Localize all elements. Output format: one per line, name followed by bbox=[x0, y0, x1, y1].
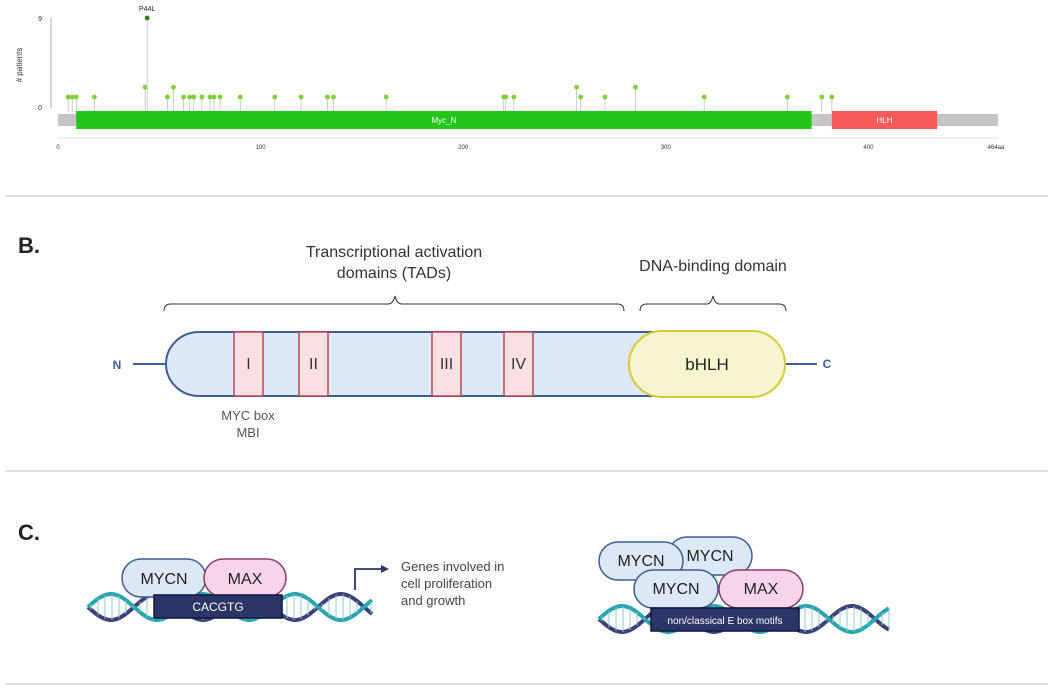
mutation-point bbox=[632, 84, 638, 90]
dna-binding-label: DNA-binding domain bbox=[639, 258, 787, 275]
ebox-motif-box bbox=[650, 607, 800, 632]
mutation-point bbox=[171, 84, 176, 90]
myc-box-i-label: I bbox=[246, 356, 250, 373]
y-tick-label: 9 bbox=[38, 16, 42, 23]
myc-box-iii-label: III bbox=[440, 356, 453, 373]
mutation-point bbox=[784, 94, 790, 100]
panel-label-b: B. bbox=[18, 233, 40, 258]
myc-box-ii bbox=[298, 331, 329, 397]
n-terminus-label: N bbox=[113, 358, 122, 372]
mutation-point bbox=[69, 94, 75, 100]
max-label: MAX bbox=[744, 581, 779, 598]
ebox-motif-label: non/classical E box motifs bbox=[667, 616, 782, 627]
mutation-point bbox=[191, 94, 197, 100]
mutation-point bbox=[92, 94, 97, 100]
mutation-point bbox=[602, 94, 608, 100]
mutation-point bbox=[511, 94, 517, 100]
highlight-mutation-label: P44L bbox=[139, 6, 155, 13]
x-axis-ticks: 0 100 200 300 400 464aa bbox=[56, 145, 1005, 151]
x-tick-label: 100 bbox=[256, 145, 267, 151]
ebox-motif-label: CACGTG bbox=[192, 600, 243, 614]
c-terminus-label: C bbox=[823, 357, 832, 371]
myc-box-iv-label: IV bbox=[511, 356, 526, 373]
mutation-point bbox=[272, 94, 278, 100]
mutation-point bbox=[701, 94, 707, 100]
transcription-arrow bbox=[354, 568, 382, 590]
y-tick-label: 0 bbox=[38, 105, 42, 112]
myc-box-i bbox=[233, 331, 264, 397]
myc-box-iii bbox=[431, 331, 462, 397]
panel-b-domain-diagram: B. Transcriptional activation domains (T… bbox=[18, 233, 832, 440]
mutation-point bbox=[199, 94, 205, 100]
mutation-lollipops bbox=[65, 15, 835, 113]
bhlh-label: bHLH bbox=[685, 355, 728, 374]
domain-hlh-label: HLH bbox=[877, 116, 893, 125]
bhlh-domain bbox=[628, 330, 786, 398]
x-tick-label: 200 bbox=[458, 145, 469, 151]
tad-label-line1: Transcriptional activation bbox=[306, 244, 482, 261]
myc-box-ii-label: II bbox=[309, 356, 318, 373]
mutation-point bbox=[331, 94, 336, 100]
genes-line3: and growth bbox=[401, 593, 465, 608]
mycn-label: MYCN bbox=[617, 553, 664, 570]
mutation-point bbox=[574, 84, 580, 90]
myc-box-caption-line2: MBI bbox=[236, 425, 259, 440]
panel-label-c: C. bbox=[18, 520, 40, 545]
mutation-point bbox=[217, 94, 223, 100]
mutation-point bbox=[73, 94, 79, 100]
mutation-point bbox=[237, 94, 243, 100]
mutation-point bbox=[298, 94, 304, 100]
x-tick-label: 300 bbox=[661, 145, 672, 151]
domain-myc-n-label: Myc_N bbox=[431, 116, 456, 125]
mutation-point bbox=[383, 94, 389, 100]
arrow-head-icon bbox=[381, 565, 389, 573]
genes-line2: cell proliferation bbox=[401, 576, 492, 591]
mutation-point bbox=[181, 94, 187, 100]
x-tick-label: 464aa bbox=[988, 145, 1005, 151]
mycn-label: MYCN bbox=[686, 548, 733, 565]
y-axis-label: # patients bbox=[15, 48, 24, 83]
max-label: MAX bbox=[228, 571, 263, 588]
mutation-point bbox=[211, 94, 217, 100]
mycn-label: MYCN bbox=[652, 581, 699, 598]
mutation-point bbox=[142, 84, 148, 90]
mutation-point bbox=[207, 94, 213, 100]
x-tick-label: 0 bbox=[56, 145, 60, 151]
ebox-motif-box bbox=[153, 594, 283, 619]
myc-box-caption-line1: MYC box bbox=[221, 408, 275, 423]
myc-box-iv bbox=[503, 331, 534, 397]
protein-body bbox=[165, 331, 691, 397]
mutation-point bbox=[503, 94, 509, 100]
tad-bracket bbox=[163, 295, 625, 312]
mutation-point bbox=[144, 15, 150, 21]
domain-hlh bbox=[831, 111, 938, 129]
x-tick-label: 400 bbox=[863, 145, 874, 151]
mutation-point bbox=[819, 94, 825, 100]
tad-label-line2: domains (TADs) bbox=[337, 265, 451, 282]
mutation-point bbox=[325, 94, 330, 100]
domain-myc-n bbox=[76, 111, 812, 129]
dna-binding-bracket bbox=[639, 295, 787, 312]
mutation-point bbox=[187, 94, 193, 100]
genes-line1: Genes involved in bbox=[401, 559, 504, 574]
mutation-point bbox=[65, 94, 71, 100]
mutation-point bbox=[578, 94, 584, 100]
mutation-point bbox=[164, 94, 170, 100]
panel-c-binding-diagram: C. MYCN MAX CACGTG Genes involved in cel… bbox=[18, 520, 890, 634]
mutation-point bbox=[829, 94, 835, 100]
panel-a-lollipop-plot: # patients 9 0 P44L Myc_N HLH 0 100 200 … bbox=[15, 6, 1005, 151]
mycn-label: MYCN bbox=[140, 571, 187, 588]
